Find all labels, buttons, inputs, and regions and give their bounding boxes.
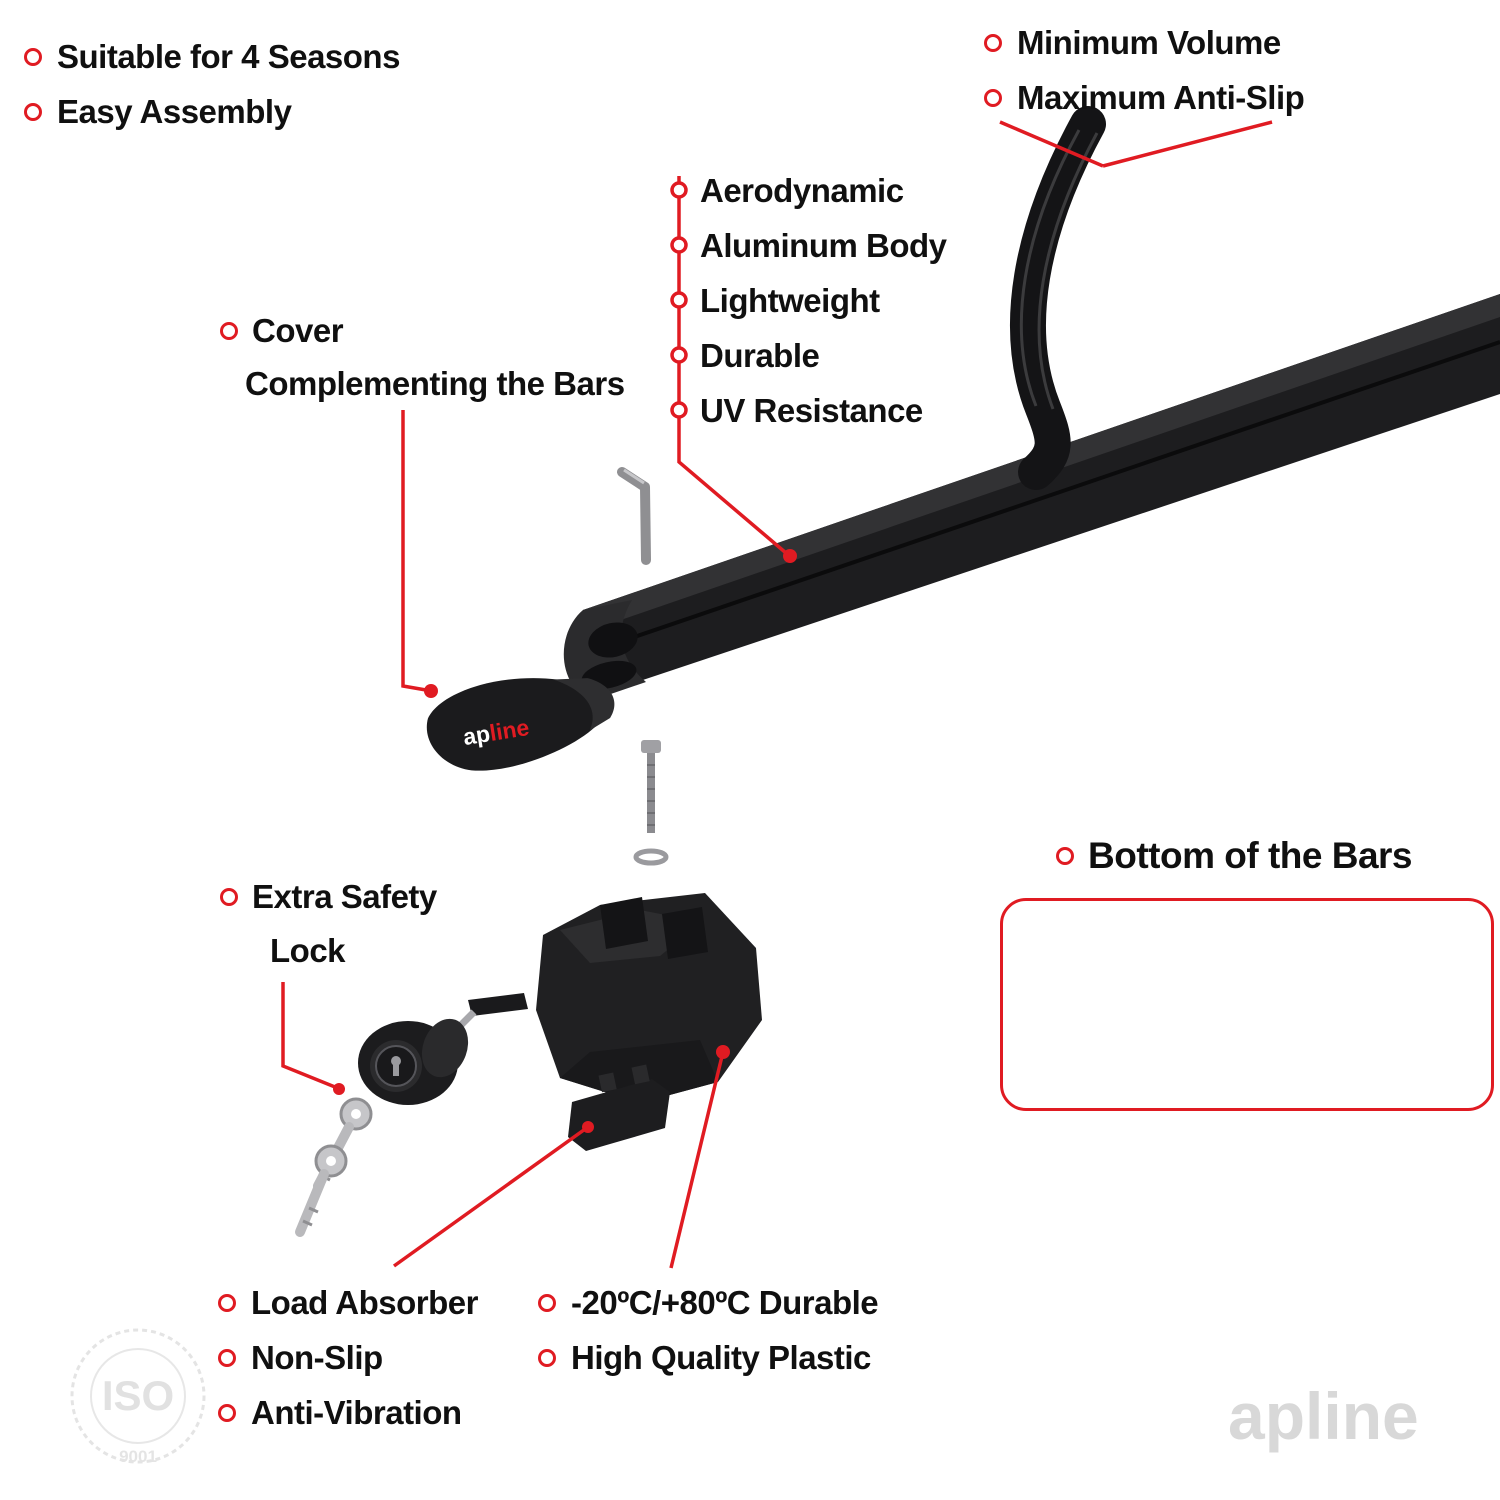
leader-lines: [281, 120, 1273, 1269]
cover-label-line2: Complementing the Bars: [245, 365, 625, 403]
list-item: Load Absorber: [218, 1280, 478, 1326]
bullet-icon: [984, 89, 1002, 107]
bullet-icon: [220, 888, 238, 906]
keys-illustration: [295, 1097, 373, 1237]
bar-feature-list: Aerodynamic Aluminum Body Lightweight Du…: [700, 163, 947, 438]
iso-badge-title: ISO: [102, 1372, 174, 1419]
bottom-middle-feature-list: -20ºC/+80ºC Durable High Quality Plastic: [538, 1280, 879, 1381]
list-item-label: UV Resistance: [700, 391, 923, 429]
list-item: Minimum Volume: [984, 20, 1304, 66]
bar-cover-illustration: apline: [426, 678, 615, 771]
bottom-of-bars-title-text: Bottom of the Bars: [1088, 835, 1413, 876]
svg-text:apline: apline: [461, 714, 531, 750]
bullet-icon: [218, 1349, 236, 1367]
bullet-icon: [538, 1294, 556, 1312]
leader-dots: [333, 549, 797, 1133]
cover-logo-suffix: line: [488, 714, 531, 746]
list-item-label: Load Absorber: [251, 1284, 478, 1321]
cover-logo-prefix: ap: [461, 720, 492, 750]
safety-lock-label-text: Extra Safety: [252, 878, 437, 915]
list-item: Maximum Anti-Slip: [984, 75, 1305, 121]
safety-lock-illustration: [358, 993, 528, 1105]
bottom-left-feature-list: Load Absorber Non-Slip Anti-Vibration: [218, 1280, 478, 1436]
list-item: High Quality Plastic: [538, 1335, 878, 1381]
cover-label-line1: Cover: [220, 312, 344, 350]
bullet-icon: [218, 1294, 236, 1312]
bullet-icon: [24, 48, 42, 66]
bullet-icon: [1056, 847, 1074, 865]
bullet-icon: [24, 103, 42, 121]
feature-bullet-rings: [670, 181, 688, 419]
list-item-label: Maximum Anti-Slip: [1017, 79, 1305, 116]
load-absorber-illustration: [568, 1064, 670, 1151]
iso-badge-subtitle: 9001: [119, 1447, 157, 1466]
safety-lock-label-line1: Extra Safety: [220, 878, 437, 916]
list-item: Easy Assembly: [24, 89, 400, 135]
list-item-label: -20ºC/+80ºC Durable: [571, 1284, 879, 1321]
list-item-label: Durable: [700, 336, 820, 374]
bullet-icon: [538, 1349, 556, 1367]
list-item-label: Easy Assembly: [57, 93, 292, 130]
foot-clamp-illustration: [536, 893, 762, 1103]
list-item-label: Anti-Vibration: [251, 1394, 462, 1431]
allen-key-illustration: [617, 467, 651, 565]
list-item-label: Aerodynamic: [700, 171, 904, 209]
list-item-label: Minimum Volume: [1017, 24, 1281, 61]
brand-watermark: apline: [1228, 1379, 1419, 1453]
list-item: Non-Slip: [218, 1335, 478, 1381]
safety-lock-label-line2: Lock: [270, 932, 346, 970]
bottom-of-bars-title: Bottom of the Bars: [1056, 835, 1413, 877]
bolt-illustration: [633, 740, 669, 866]
cover-label-text: Complementing the Bars: [245, 365, 625, 402]
list-item-label: Lightweight: [700, 281, 880, 319]
list-item-label: Aluminum Body: [700, 226, 947, 264]
list-item: Suitable for 4 Seasons: [24, 34, 400, 80]
rubber-strip-illustration: [1010, 106, 1106, 490]
bullet-icon: [218, 1404, 236, 1422]
list-item-label: High Quality Plastic: [571, 1339, 871, 1376]
top-right-feature-list: Minimum Volume Maximum Anti-Slip: [984, 20, 1305, 121]
top-left-feature-list: Suitable for 4 Seasons Easy Assembly: [24, 34, 400, 135]
bottom-of-bars-box: [1000, 898, 1494, 1111]
iso-badge: ISO 9001: [70, 1328, 206, 1466]
list-item: Anti-Vibration: [218, 1390, 478, 1436]
list-item-label: Non-Slip: [251, 1339, 383, 1376]
safety-lock-label-text: Lock: [270, 932, 346, 969]
list-item: -20ºC/+80ºC Durable: [538, 1280, 879, 1326]
bullet-icon: [984, 34, 1002, 52]
cover-label-text: Cover: [252, 312, 344, 349]
list-item-label: Suitable for 4 Seasons: [57, 38, 400, 75]
bullet-icon: [220, 322, 238, 340]
